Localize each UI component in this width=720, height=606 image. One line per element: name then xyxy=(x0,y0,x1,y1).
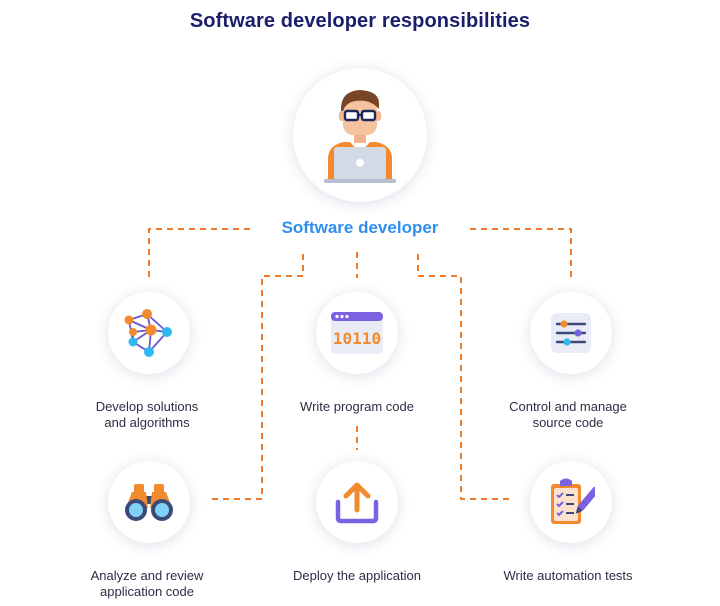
algorithms-label-line-2: and algorithms xyxy=(104,415,190,430)
svg-text:10110: 10110 xyxy=(333,329,381,348)
review-label-line-2: application code xyxy=(100,584,194,599)
review-label-line-1: Analyze and review xyxy=(90,568,204,583)
algorithms-label-line-1: Develop solutions xyxy=(95,399,199,414)
binoculars-icon xyxy=(125,484,173,521)
connector-algorithms xyxy=(148,228,250,278)
review-label: Analyze and review application code xyxy=(57,568,237,600)
tests-label-line-1: Write automation tests xyxy=(503,568,633,583)
center-node-label: Software developer xyxy=(250,218,470,238)
developer-avatar-circle xyxy=(293,68,427,202)
upload-arrow-icon xyxy=(335,482,379,524)
review-node xyxy=(108,461,190,543)
deploy-label-line-1: Deploy the application xyxy=(293,568,421,583)
deploy-label: Deploy the application xyxy=(267,568,447,584)
algorithms-node xyxy=(108,292,190,374)
program-code-node: 10110 xyxy=(316,292,398,374)
connector-source-code xyxy=(470,228,572,278)
checklist-pen-icon xyxy=(551,478,595,524)
program-code-label: Write program code xyxy=(267,399,447,415)
source-code-node xyxy=(530,292,612,374)
source-code-label: Control and manage source code xyxy=(478,399,658,431)
source-code-label-line-2: source code xyxy=(532,415,604,430)
deploy-node xyxy=(316,461,398,543)
sliders-settings-icon xyxy=(551,313,591,353)
program-code-label-line-1: Write program code xyxy=(300,399,414,414)
tests-node xyxy=(530,461,612,543)
source-code-label-line-1: Control and manage xyxy=(509,399,627,414)
connector-tests xyxy=(417,254,511,500)
diagram-title: Software developer responsibilities xyxy=(189,10,531,32)
connector-review xyxy=(212,254,304,500)
network-nodes-icon xyxy=(124,309,172,357)
binary-code-window-icon: 10110 xyxy=(331,312,383,354)
developer-laptop-icon xyxy=(324,90,396,183)
tests-label: Write automation tests xyxy=(478,568,658,584)
algorithms-label: Develop solutions and algorithms xyxy=(57,399,237,431)
